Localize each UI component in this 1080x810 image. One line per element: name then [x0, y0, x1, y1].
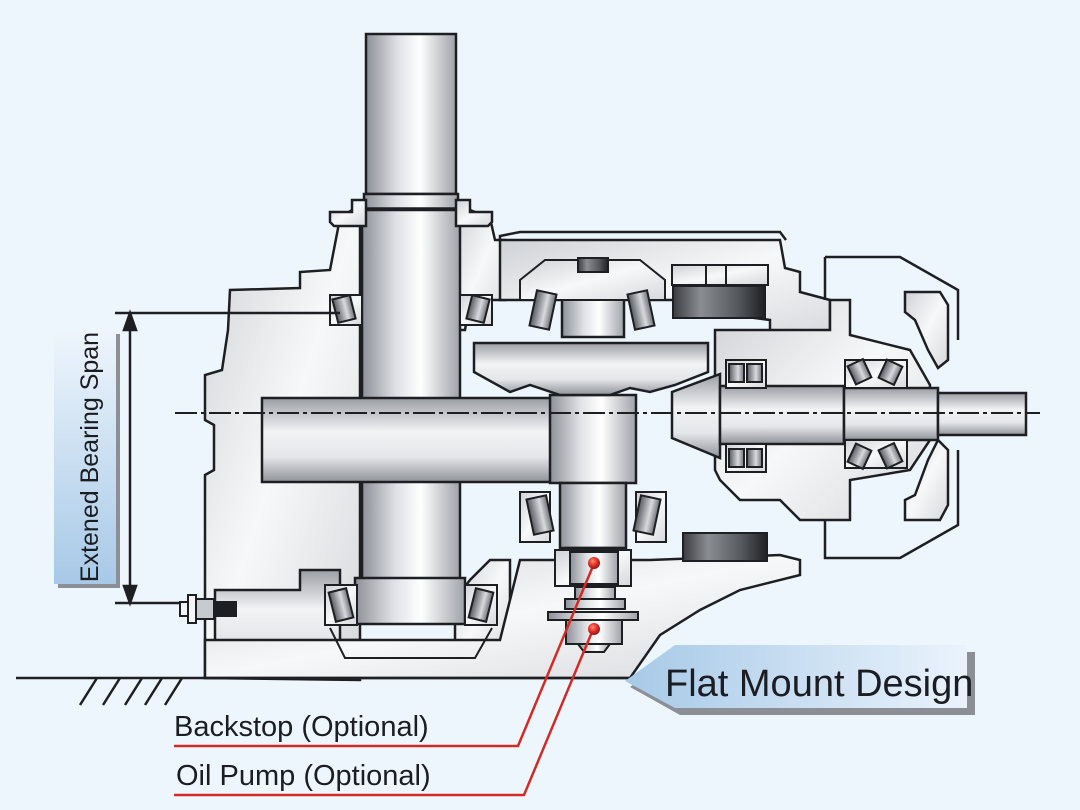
- intermediate-upper-bearing: [519, 257, 666, 331]
- bearing-span-dimension: [115, 309, 340, 607]
- intermediate-lower-bearing: [519, 491, 667, 543]
- oil-pump-marker: [588, 623, 600, 635]
- bull-gear: [260, 396, 554, 484]
- output-shaft: [353, 32, 467, 626]
- anchor-bolt: [179, 594, 237, 624]
- housing-base: [203, 553, 802, 680]
- flat-mount-label: Flat Mount Design: [625, 645, 975, 715]
- oil-pump-callout: [174, 623, 600, 797]
- output-shaft-lower-bearing: [324, 584, 498, 659]
- oil-pump-label: Oil Pump (Optional): [176, 760, 431, 792]
- top-seal-cap: [328, 198, 494, 228]
- backstop-callout: [174, 557, 600, 748]
- bearing-span-label-box: Extened Bearing Span: [54, 330, 120, 588]
- bearing-span-label: Extened Bearing Span: [76, 332, 104, 582]
- backstop-marker: [588, 557, 600, 569]
- spacer-rings: [671, 264, 769, 562]
- input-bearings: [725, 357, 908, 473]
- flat-mount-label-text: Flat Mount Design: [665, 663, 973, 705]
- backstop-label: Backstop (Optional): [174, 711, 429, 743]
- output-shaft-upper-bearing: [329, 293, 493, 326]
- intermediate-shaft: [548, 293, 638, 582]
- ground-symbol: [16, 676, 205, 706]
- bevel-gear: [472, 341, 710, 397]
